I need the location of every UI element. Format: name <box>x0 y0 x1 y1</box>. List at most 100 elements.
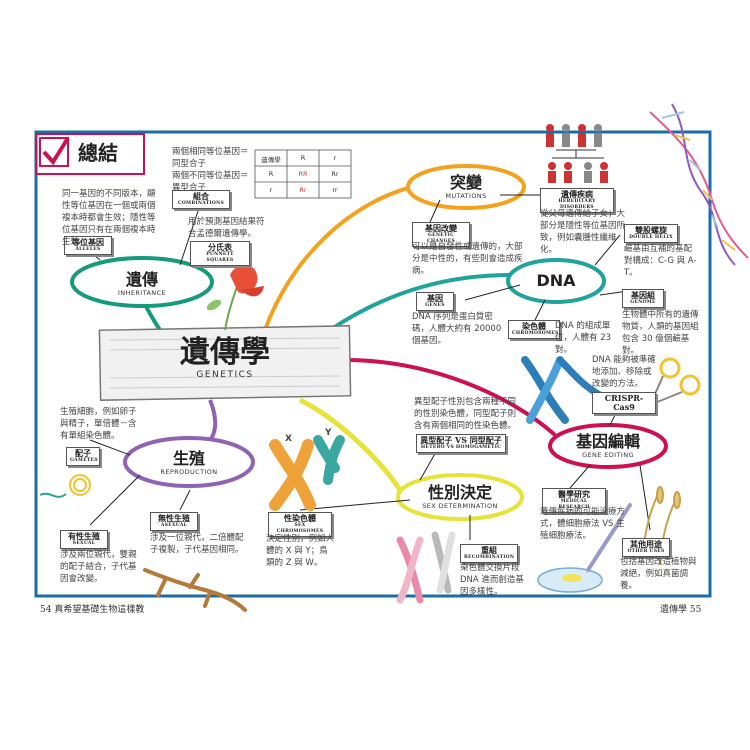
gene-editing-ellipse <box>548 423 668 469</box>
node-mutations-zh: 突變 <box>449 173 482 192</box>
genome-description: 生物體中所有的遺傳物質，人類的基因組包含 30 億個鹼基對。 <box>622 310 699 356</box>
tag-medical-zh: 醫學研究 <box>558 489 590 499</box>
tag-other-uses-zh: 其他用途 <box>630 539 662 549</box>
dna-helix-illustration <box>649 103 749 266</box>
node-reproduction-zh: 生殖 <box>172 449 205 468</box>
tag-punnett: 分氏表 PUNNETT SQUARES <box>190 241 250 266</box>
hereditary-description: 從父母遺傳給子女；大部分是隱性等位基因所致，例如囊腫性纖維化。 <box>540 209 626 255</box>
tag-other-uses-en: OTHER USES <box>627 549 665 554</box>
tag-chromosomes-zh: 染色體 <box>522 321 546 331</box>
gene-editing-branch <box>344 358 557 437</box>
tag-combinations-zh: 組合 <box>193 191 209 201</box>
punnett-cell: Rr <box>331 170 339 178</box>
connectors <box>84 194 651 540</box>
node-mutations-en: MUTATIONS <box>445 192 487 200</box>
punnett-square: 遺傳學 R r R RR Rr r Rr rr <box>255 150 351 198</box>
pedigree-illustration <box>546 124 608 183</box>
node-gene-editing-en: GENE EDITING <box>582 451 634 459</box>
node-mutations: 突變 MUTATIONS <box>416 173 516 201</box>
recombination-chromosomes-illustration <box>396 531 456 604</box>
sex-determination-branch <box>298 397 403 492</box>
tag-medical: 醫學研究 MEDICAL RESEARCH <box>542 488 606 513</box>
chromosomes-description: DNA 的組成單位，人體有 23 對。 <box>555 321 612 355</box>
mutations-description: 可以是自發性或遺傳的，大部分是中性的，有些則會造成疾病。 <box>412 242 523 276</box>
tag-hereditary: 遺傳疾病 HEREDITARY DISORDERS <box>540 188 614 213</box>
tag-combinations: 組合 COMBINATIONS <box>172 190 230 209</box>
tag-alleles-zh: 等位基因 <box>72 237 104 247</box>
tag-sex-chromosomes-zh: 性染色體 <box>284 513 316 523</box>
tag-crispr-zh: CRISPR-Cas9 <box>604 393 644 412</box>
tag-recombination: 重組 RECOMBINATION <box>460 544 518 563</box>
chromosome-y-label: Y <box>325 428 332 438</box>
tag-chromosomes-en: CHROMOSOMES <box>512 331 559 336</box>
mutations-ellipse <box>406 164 526 210</box>
tag-genome: 基因組 GENOME <box>622 289 664 308</box>
tag-alleles-en: ALLELES <box>75 247 101 252</box>
punnett-cell: Rr <box>299 186 307 194</box>
lizard-illustration <box>143 568 247 612</box>
center-title-zh: 遺傳學 <box>180 335 270 370</box>
tag-hetero-homo-zh: 異型配子 VS 同型配子 <box>420 435 502 445</box>
tag-sex-chromosomes-en: SEX CHROMOSOMES <box>276 523 324 534</box>
center-title-en: GENETICS <box>196 370 254 380</box>
node-inheritance-zh: 遺傳 <box>125 270 158 289</box>
inheritance-ellipse <box>70 256 214 308</box>
tag-recombination-zh: 重組 <box>481 545 497 555</box>
tag-genome-zh: 基因組 <box>631 290 655 300</box>
dna-branch <box>328 273 511 332</box>
punnett-header-1: R <box>300 154 306 162</box>
petri-dish-illustration <box>537 503 632 593</box>
center-title: 遺傳學 GENETICS <box>110 335 340 381</box>
page-frame <box>34 130 712 598</box>
node-reproduction: 生殖 REPRODUCTION <box>129 449 249 477</box>
tag-asexual-zh: 無性生殖 <box>158 513 190 523</box>
tag-double-helix-en: DOUBLE HELIX <box>629 235 673 240</box>
sexual-description: 涉及兩位親代，雙親的配子結合，子代基因會改變。 <box>60 550 137 584</box>
footer-right: 遺傳學 55 <box>660 605 702 615</box>
punnett-row-0-label: R <box>268 170 274 178</box>
punnett-cell: RR <box>298 170 308 178</box>
summary-box <box>35 133 145 175</box>
gametes-description: 生殖細胞，例如卵子與精子，單倍體－含有單組染色體。 <box>60 407 137 441</box>
node-sex-determination: 性別決定 SEX DETERMINATION <box>400 483 520 511</box>
sex-chromosomes-illustration <box>269 435 345 511</box>
node-dna: DNA <box>516 272 596 290</box>
sex-determination-ellipse <box>396 473 524 521</box>
punnett-row-1-label: r <box>269 186 273 194</box>
tag-genetic-changes-zh: 基因改變 <box>425 223 457 233</box>
tag-punnett-en: PUNNETT SQUARES <box>206 252 234 263</box>
tag-genes-en: GENES <box>425 303 445 308</box>
medical-description: 遺傳疾病的可能治療方式，體細胞療法 VS 生殖細胞療法。 <box>540 507 626 541</box>
other-uses-description: 包括基因改造植物與減絕，例如真菌調養。 <box>620 557 697 591</box>
footer-left: 54 真希望基礎生物這樣教 <box>40 605 145 615</box>
tag-hereditary-en: HEREDITARY DISORDERS <box>558 199 596 210</box>
tag-sexual-zh: 有性生殖 <box>68 531 100 541</box>
tag-asexual-en: ASEXUAL <box>160 523 188 528</box>
node-sex-determination-zh: 性別決定 <box>427 483 492 502</box>
flower-illustration <box>206 264 264 331</box>
punnett-description: 用於預測基因結果符合孟德爾遺傳學。 <box>188 217 265 239</box>
punnett-header-0: 遺傳學 <box>261 156 281 164</box>
check-icon <box>42 136 70 166</box>
tag-genetic-changes: 基因改變 GENETIC CHANGES <box>412 222 470 247</box>
tag-punnett-zh: 分氏表 <box>208 242 232 252</box>
punnett-cell: rr <box>332 186 338 194</box>
recombination-description: 染色體交換片段 DNA 進而創造基因多樣性。 <box>460 563 524 597</box>
tag-crispr: CRISPR-Cas9 <box>592 392 656 414</box>
tag-medical-en: MEDICAL RESEARCH <box>558 499 590 510</box>
node-inheritance-en: INHERITANCE <box>117 289 167 297</box>
punnett-header-2: r <box>333 154 337 162</box>
dna-ellipse <box>506 258 606 304</box>
tag-double-helix-zh: 雙股螺旋 <box>635 225 667 235</box>
tag-gametes-en: GAMETES <box>70 458 98 463</box>
tag-asexual: 無性生殖 ASEXUAL <box>150 512 198 531</box>
tag-sexual: 有性生殖 SEXUAL <box>60 530 108 549</box>
genes-description: DNA 序列是蛋白質密碼，人體大約有 20000 個基因。 <box>412 312 502 346</box>
tag-gametes: 配子 GAMETES <box>66 447 100 466</box>
alleles-description: 同一基因的不同版本，顯性等位基因在一個或兩個複本時都會生效；隱性等位基因只有在兩… <box>62 189 156 247</box>
node-sex-determination-en: SEX DETERMINATION <box>422 502 498 510</box>
tag-recombination-en: RECOMBINATION <box>464 555 515 560</box>
combinations-description: 兩個相同等位基因＝同型合子 兩個不同等位基因＝異型合子 <box>172 147 249 193</box>
tag-genome-en: GENOME <box>630 300 656 305</box>
